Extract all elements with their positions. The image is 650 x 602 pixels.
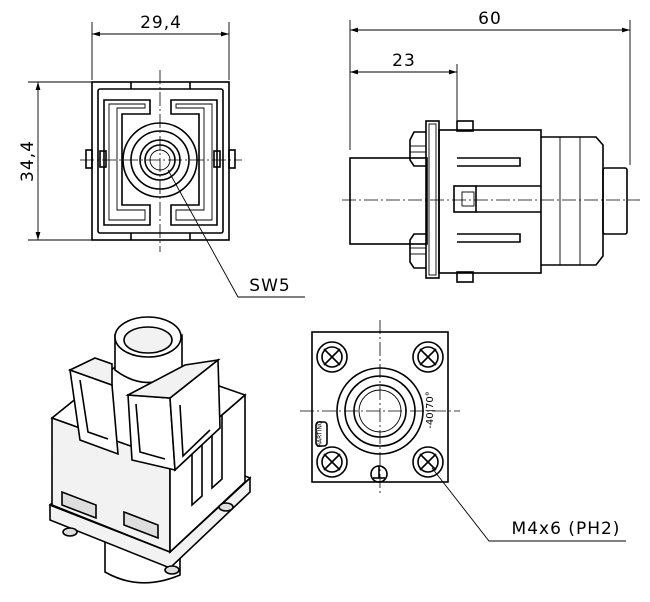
- width-dimension: 29,4: [91, 13, 230, 80]
- screw-spec-label: M4x6 (PH2): [512, 519, 621, 539]
- temperature-marking: -40|70°: [425, 391, 436, 428]
- svg-text:HARTING: HARTING: [317, 420, 324, 447]
- height-dimension-label: 34,4: [18, 140, 38, 182]
- wrench-size-label: SW5: [249, 276, 290, 296]
- top-view: HARTING -40|70° M4x6 (PH2): [300, 320, 626, 542]
- side-view: 60 23: [342, 9, 640, 283]
- height-dimension: 34,4: [18, 81, 92, 241]
- screw-bottom-left: [316, 446, 348, 478]
- harting-logo: HARTING: [315, 420, 328, 447]
- length-dimension: 60: [349, 9, 631, 165]
- width-dimension-label: 29,4: [140, 13, 182, 33]
- flange-dimension-label: 23: [392, 51, 416, 71]
- isometric-view: [48, 316, 252, 584]
- flange-dimension: 23: [350, 51, 458, 120]
- front-view: 29,4 34,4: [18, 13, 305, 298]
- length-dimension-label: 60: [478, 9, 502, 29]
- ground-icon: [370, 465, 388, 483]
- screw-bottom-right: [412, 446, 444, 478]
- screw-top-right: [412, 341, 444, 373]
- screw-top-left: [316, 341, 348, 373]
